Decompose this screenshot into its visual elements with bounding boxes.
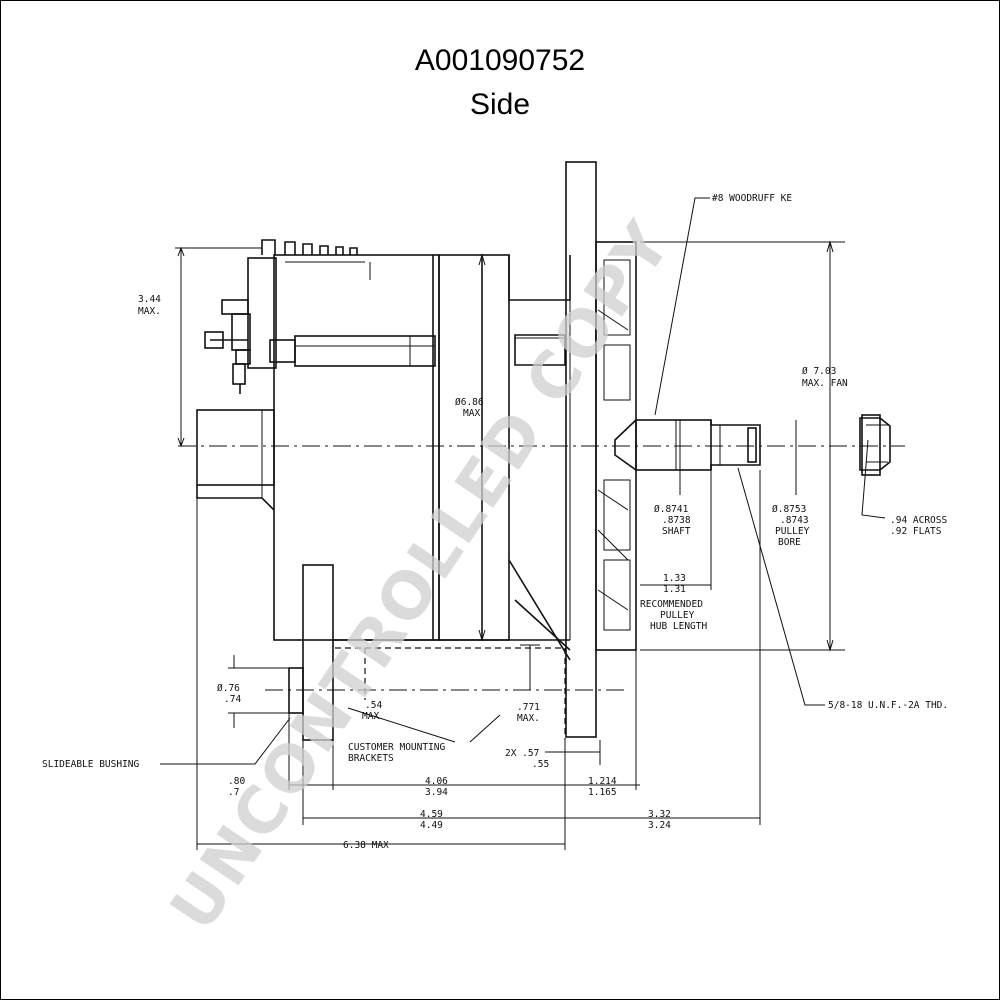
label-hub-c2: PULLEY <box>660 610 695 621</box>
dim-hub <box>640 470 712 590</box>
label-686: Ø6.86 <box>455 397 484 408</box>
label-bush-dia-b: .74 <box>224 694 241 705</box>
label-57-b: .55 <box>532 759 549 770</box>
label-344-sub: MAX. <box>138 306 161 317</box>
uncontrolled-copy-watermark: UNCONTROLLED COPY <box>157 209 686 944</box>
dim-771 <box>520 644 540 690</box>
dim-344 <box>175 246 262 448</box>
dim-bottom-stack <box>196 470 761 850</box>
label-brackets-1: CUSTOMER MOUNTING <box>348 742 446 753</box>
label-hub-c1: RECOMMENDED <box>640 599 703 610</box>
label-80-b: .7 <box>228 787 239 798</box>
label-bore-c1: PULLEY <box>775 526 810 537</box>
label-bore-a: Ø.8753 <box>772 504 806 515</box>
label-flats-b: .92 FLATS <box>890 526 942 537</box>
label-shaft-a: Ø.8741 <box>654 504 689 515</box>
label-hub-b: 1.31 <box>663 584 686 595</box>
part-number-title: A001090752 <box>414 44 586 77</box>
label-459-a: 4.59 <box>420 809 443 820</box>
dim-fan-703 <box>640 240 845 652</box>
label-406-a: 4.06 <box>425 776 448 787</box>
label-shaft-c: SHAFT <box>662 526 691 537</box>
label-hub-a: 1.33 <box>663 573 686 584</box>
label-57-a: 2X .57 <box>505 748 539 759</box>
dim-bushing <box>160 655 291 765</box>
dim-686 <box>478 253 486 642</box>
mounting-brackets <box>288 564 570 741</box>
label-fan: Ø 7.03 <box>802 366 836 377</box>
label-1214-b: 1.165 <box>588 787 617 798</box>
label-woodruff: #8 WOODRUFF KE <box>712 193 792 204</box>
leader-woodruff <box>654 197 710 416</box>
shaft <box>614 419 761 471</box>
label-638: 6.38 MAX <box>343 840 389 851</box>
label-54-sub: MAX <box>362 711 379 722</box>
label-thread: 5/8-18 U.N.F.-2A THD. <box>828 700 948 711</box>
dim-57 <box>545 740 601 765</box>
label-80-a: .80 <box>228 776 245 787</box>
label-shaft-b: .8738 <box>662 515 691 526</box>
label-332-b: 3.24 <box>648 820 671 831</box>
label-bushing: SLIDEABLE BUSHING <box>42 759 140 770</box>
label-344: 3.44 <box>138 294 161 305</box>
label-332-a: 3.32 <box>648 809 671 820</box>
view-subtitle: Side <box>469 88 531 121</box>
label-406-b: 3.94 <box>425 787 448 798</box>
label-bore-b: .8743 <box>780 515 809 526</box>
label-hub-c3: HUB LENGTH <box>650 621 707 632</box>
dim-brackets-leader <box>347 707 501 743</box>
terminal-studs <box>204 299 251 394</box>
nut <box>859 414 891 476</box>
label-brackets-2: BRACKETS <box>348 753 394 764</box>
regulator-connector <box>269 335 436 367</box>
label-1214-a: 1.214 <box>588 776 617 787</box>
label-bush-dia-a: Ø.76 <box>217 683 240 694</box>
label-686-sub: MAX <box>463 408 480 419</box>
dim-flats <box>861 439 886 519</box>
label-54: .54 <box>365 700 382 711</box>
label-771-sub: MAX. <box>517 713 540 724</box>
label-771: .771 <box>517 702 540 713</box>
label-bore-c2: BORE <box>778 537 801 548</box>
label-459-b: 4.49 <box>420 820 443 831</box>
dim-shaft <box>675 420 681 495</box>
label-flats-a: .94 ACROSS <box>890 515 947 526</box>
label-fan-sub: MAX. FAN <box>802 378 848 389</box>
